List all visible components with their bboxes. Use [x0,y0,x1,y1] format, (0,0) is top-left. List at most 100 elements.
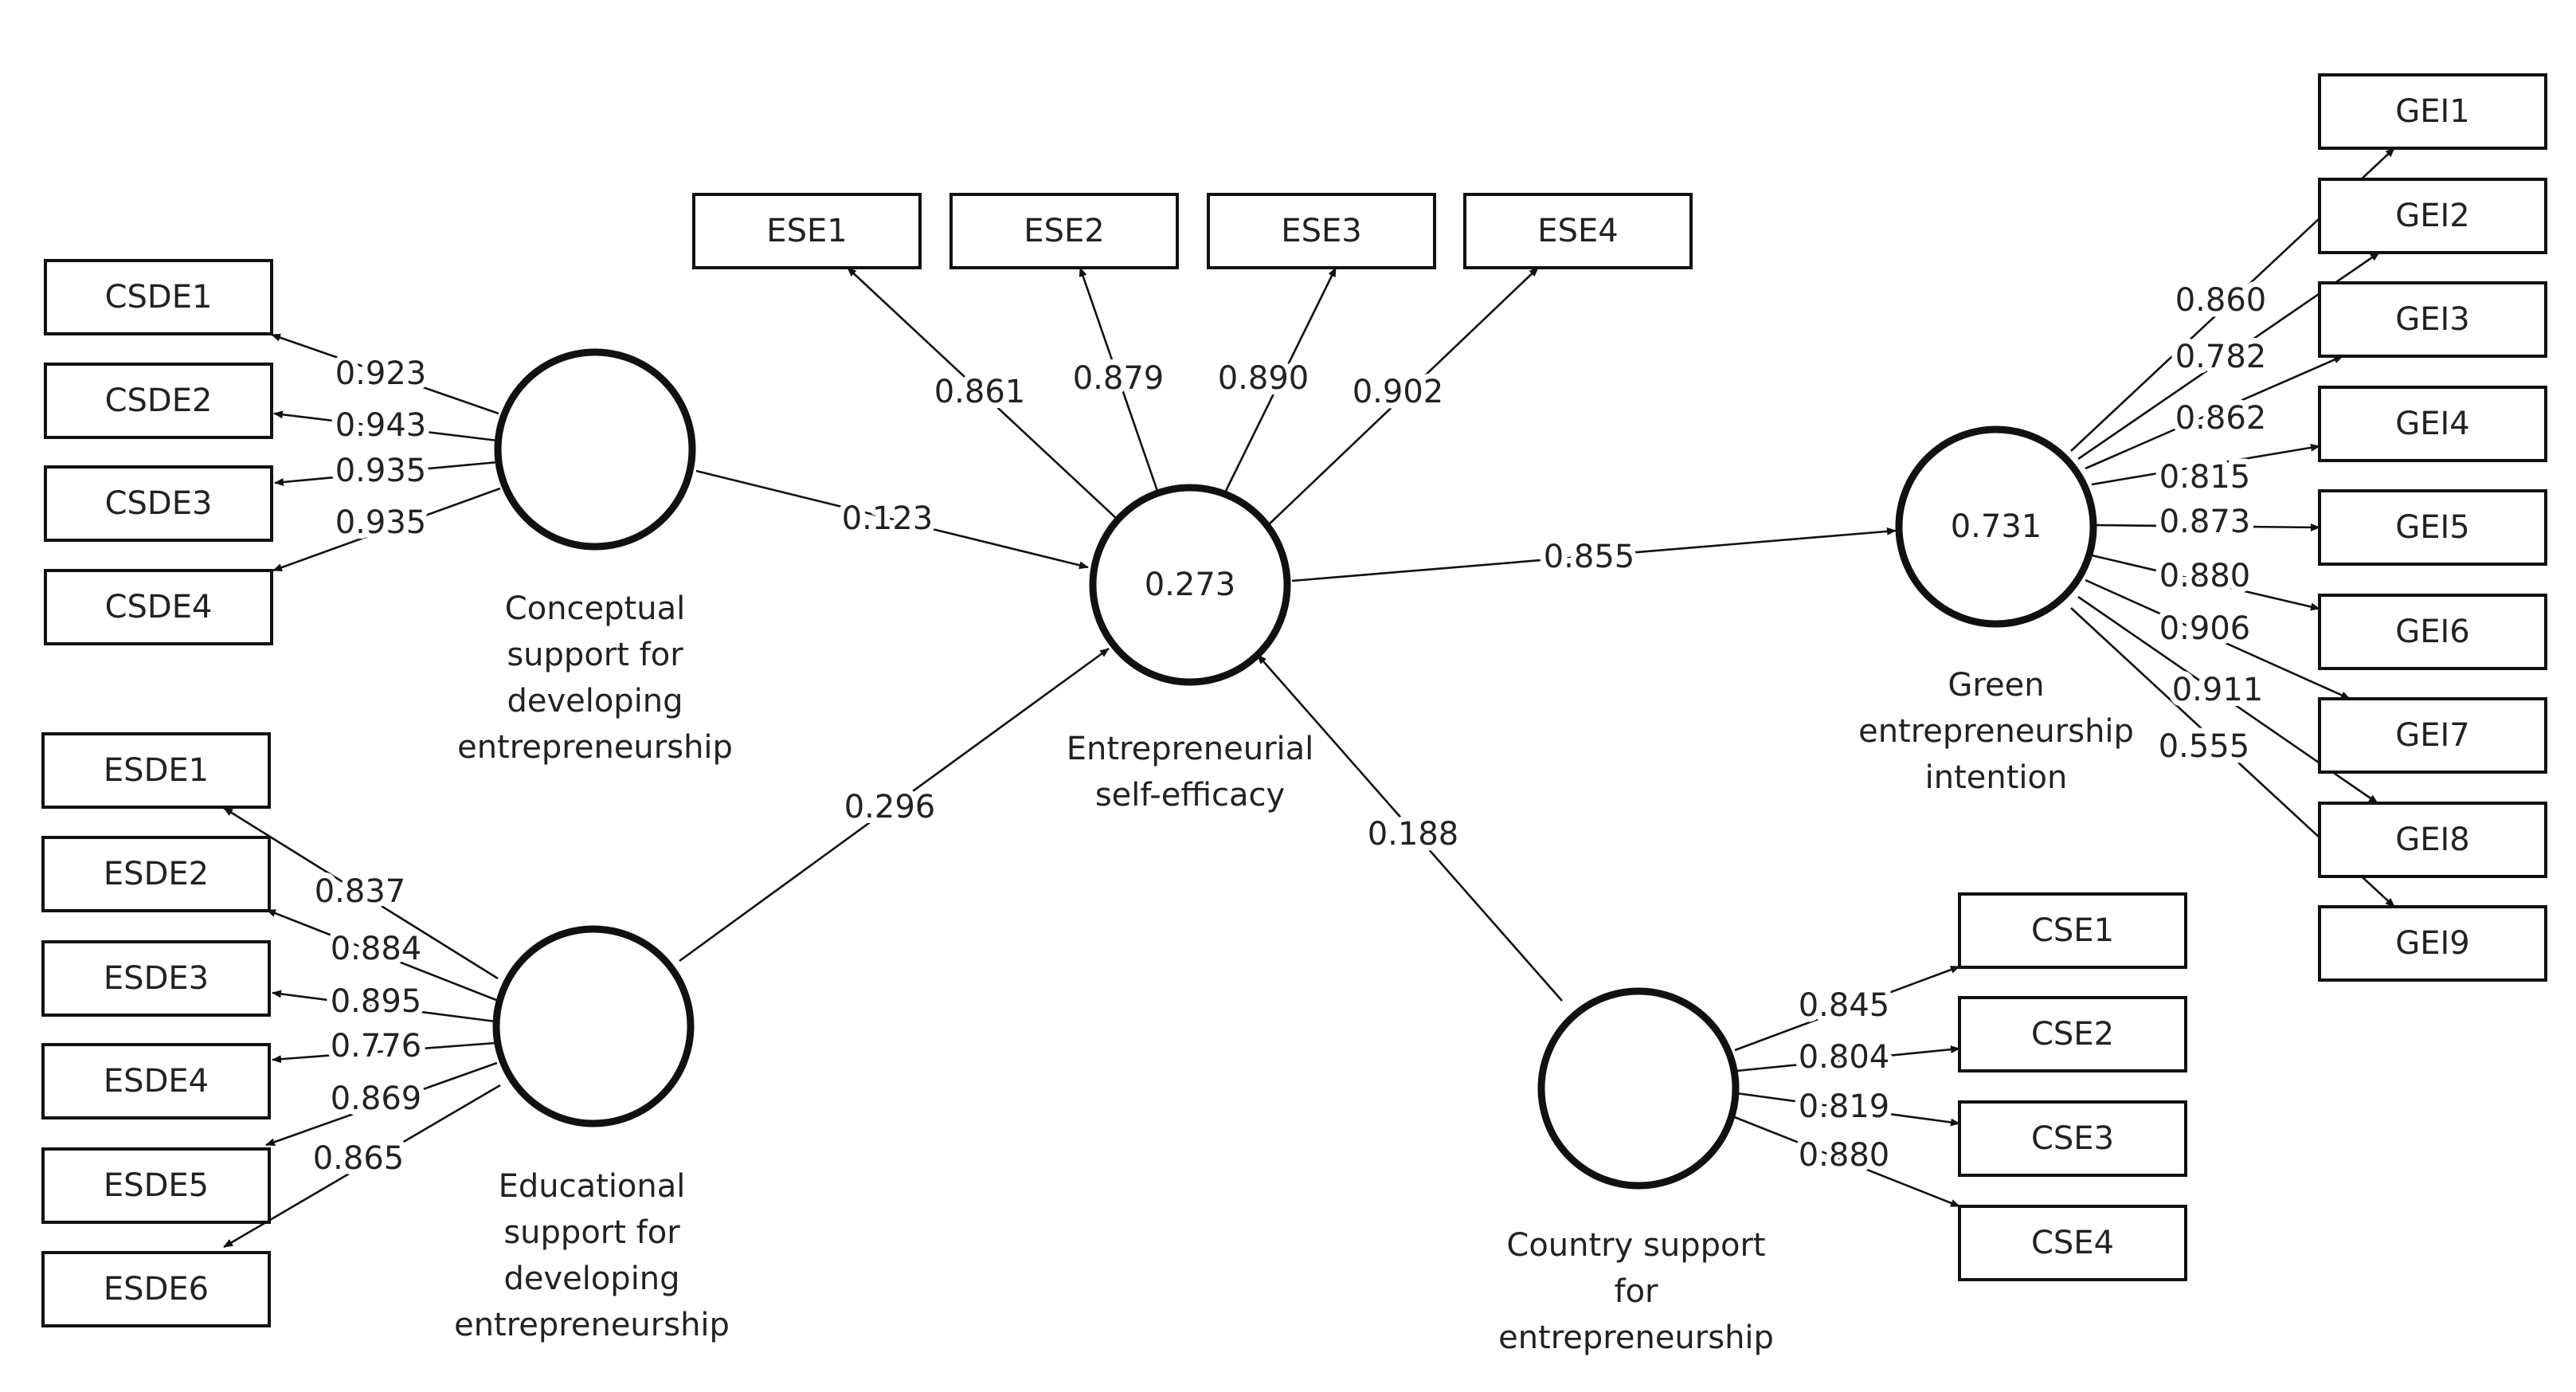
indicator-box-gei6 [2318,594,2547,670]
indicator-label-gei5: GEI5 [2395,509,2470,546]
loading-value-ese2: 0.879 [1073,360,1165,397]
indicator-box-ese3 [1207,193,1436,269]
loading-value-csde2: 0.943 [335,407,427,444]
loading-value-esde1: 0.837 [315,873,406,910]
indicator-label-gei7: GEI7 [2395,717,2470,754]
loading-value-esde2: 0.884 [331,931,422,967]
latent-variable-name-csde-line-2: support for [507,637,683,673]
latent-variable-name-esde-line-4: entrepreneurship [454,1307,730,1343]
csde-loading-arrow-4 [272,487,501,572]
indicator-box-cse2 [1958,996,2187,1072]
esde-loading-arrow-4 [272,1041,496,1064]
csde-loading-arrow-3 [274,461,499,486]
indicator-label-cse1: CSE1 [2031,912,2114,949]
ese-loading-arrow-2 [1079,267,1160,494]
latent-variable-name-cse-line-1: Country support [1506,1227,1765,1264]
indicator-label-esde5: ESDE5 [104,1167,209,1204]
latent-variable-name-ese-line-1: Entrepreneurial [1067,731,1314,767]
loading-value-esde6: 0.865 [313,1140,405,1177]
latent-variable-csde [494,348,696,551]
latent-variable-esde [492,925,695,1127]
path-arrow-ese-to-gei [1291,527,1897,582]
gei-loading-arrow-6 [2091,554,2320,611]
loading-value-gei1: 0.860 [2175,282,2267,319]
indicator-box-esde3 [41,940,271,1017]
indicator-box-gei3 [2318,281,2547,358]
indicator-label-csde4: CSDE4 [105,589,213,625]
indicator-label-esde6: ESDE6 [104,1271,209,1308]
loading-value-cse2: 0.804 [1799,1039,1890,1076]
loading-value-csde1: 0.923 [335,355,427,392]
path-arrow-cse-to-ese [1257,654,1563,1002]
indicator-box-gei9 [2318,905,2547,982]
latent-variable-name-gei-line-1: Green [1948,667,2044,704]
indicator-box-gei5 [2318,489,2547,566]
r-squared-value-ese: 0.273 [1145,567,1236,603]
indicator-label-esde1: ESDE1 [104,752,209,789]
indicator-box-csde3 [44,465,273,542]
latent-variable-name-esde-line-1: Educational [499,1168,686,1205]
loading-value-gei9: 0.555 [2159,728,2250,765]
loading-value-ese1: 0.861 [934,374,1026,410]
latent-variable-name-csde-line-3: developing [507,683,683,720]
indicator-label-gei6: GEI6 [2395,614,2470,650]
path-coefficient-cse-to-ese: 0.188 [1368,816,1459,853]
latent-variable-name-gei-line-3: intention [1925,759,2068,796]
indicator-label-ese3: ESE3 [1281,213,1361,249]
loading-value-ese3: 0.890 [1218,360,1310,397]
loading-value-gei5: 0.873 [2159,504,2251,540]
gei-loading-arrow-5 [2093,523,2320,531]
indicator-box-ese4 [1463,193,1693,269]
indicator-label-gei9: GEI9 [2395,925,2470,962]
loading-value-csde3: 0.935 [335,453,427,489]
csde-loading-arrow-1 [271,333,499,415]
latent-variable-name-esde-line-3: developing [503,1261,679,1297]
indicator-box-csde1 [44,259,273,335]
indicator-box-esde4 [41,1043,271,1119]
loading-value-esde5: 0.869 [331,1080,422,1117]
cse-loading-arrow-3 [1736,1092,1960,1127]
indicator-box-cse4 [1958,1205,2187,1281]
indicator-label-ese4: ESE4 [1537,213,1618,249]
loading-value-gei3: 0.862 [2175,400,2267,437]
indicator-box-gei1 [2318,73,2547,150]
path-arrow-esde-to-ese [679,647,1110,963]
indicator-label-gei1: GEI1 [2395,93,2470,130]
indicator-label-gei3: GEI3 [2395,301,2470,338]
latent-variable-cse [1537,987,1740,1190]
loading-value-cse4: 0.880 [1799,1137,1890,1174]
indicator-label-cse2: CSE2 [2031,1016,2114,1053]
latent-variable-name-csde-line-4: entrepreneurship [457,729,733,766]
indicator-label-gei2: GEI2 [2395,198,2470,234]
path-coefficient-esde-to-ese: 0.296 [844,789,936,825]
indicator-box-gei8 [2318,802,2547,878]
latent-variable-name-gei-line-2: entrepreneurship [1858,713,2134,750]
path-coefficient-csde-to-ese: 0.123 [842,500,934,537]
indicator-box-ese1 [692,193,922,269]
indicator-box-cse3 [1958,1100,2187,1177]
indicator-label-cse4: CSE4 [2031,1225,2114,1261]
indicator-box-gei4 [2318,386,2547,462]
cse-loading-arrow-4 [1732,1115,1960,1208]
indicators-layer: CSDE1CSDE2CSDE3CSDE4ESDE1ESDE2ESDE3ESDE4… [41,73,2547,1327]
latent-variable-gei [1895,425,2097,628]
indicator-box-gei2 [2318,178,2547,254]
indicator-label-cse3: CSE3 [2031,1120,2114,1157]
indicator-label-csde1: CSDE1 [105,279,213,316]
indicator-box-cse1 [1958,892,2187,969]
gei-loading-arrow-4 [2091,443,2320,486]
cse-loading-arrow-1 [1734,965,1960,1052]
esde-loading-arrow-5 [265,1061,498,1147]
loading-value-gei2: 0.782 [2175,339,2267,375]
loading-value-cse3: 0.819 [1799,1088,1890,1125]
indicator-label-esde3: ESDE3 [104,960,209,997]
indicator-box-esde2 [41,836,271,912]
indicator-label-csde2: CSDE2 [105,382,213,419]
indicator-label-esde4: ESDE4 [104,1063,209,1100]
indicator-box-esde5 [41,1147,271,1224]
loading-value-gei8: 0.911 [2172,672,2264,708]
latent-variable-ese [1089,484,1291,686]
loading-value-cse1: 0.845 [1799,987,1890,1024]
